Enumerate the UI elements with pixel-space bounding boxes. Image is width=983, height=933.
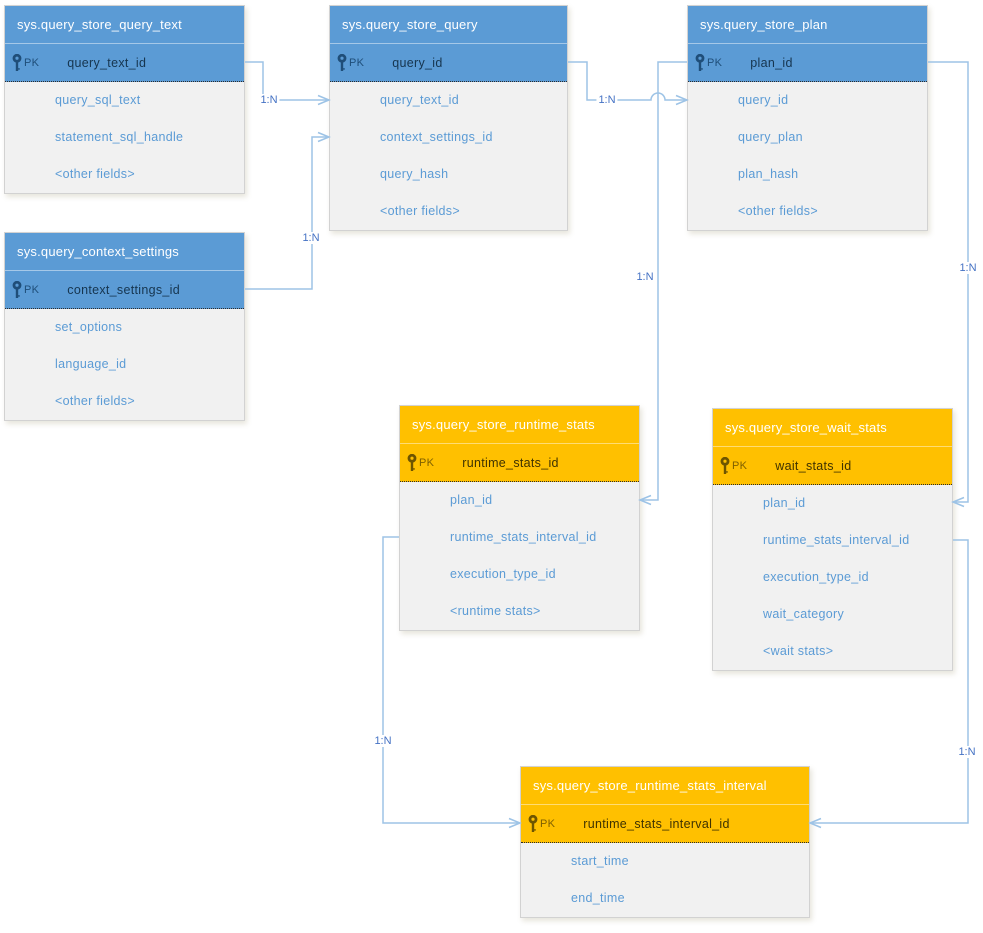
- table-title: sys.query_store_query_text: [5, 6, 244, 44]
- pk-field-name: query_text_id: [67, 55, 147, 70]
- table-query-store-runtime-stats-interval: sys.query_store_runtime_stats_interval P…: [520, 766, 810, 918]
- table-title: sys.query_store_query: [330, 6, 567, 44]
- field-row: <other fields>: [688, 193, 927, 230]
- pk-row: PK query_id: [330, 44, 567, 82]
- table-title: sys.query_store_plan: [688, 6, 927, 44]
- cardinality-label: 1:N: [372, 735, 394, 747]
- key-icon: [720, 456, 730, 474]
- arrowhead-icon: [808, 817, 822, 829]
- field-row: end_time: [521, 880, 809, 917]
- field-row: <other fields>: [330, 193, 567, 230]
- field-row: plan_hash: [688, 156, 927, 193]
- field-row: execution_type_id: [713, 559, 952, 596]
- table-query-store-wait-stats: sys.query_store_wait_stats PK wait_stats…: [712, 408, 953, 671]
- arrowhead-icon: [317, 94, 331, 106]
- pk-row: PK context_settings_id: [5, 271, 244, 309]
- field-row: <other fields>: [5, 156, 244, 193]
- pk-field-name: runtime_stats_id: [462, 455, 559, 470]
- field-row: set_options: [5, 309, 244, 346]
- table-title: sys.query_store_wait_stats: [713, 409, 952, 447]
- arrowhead-icon: [951, 496, 965, 508]
- field-row: wait_category: [713, 596, 952, 633]
- field-row: <wait stats>: [713, 633, 952, 670]
- field-row: <other fields>: [5, 383, 244, 420]
- table-query-store-query: sys.query_store_query PK query_id query_…: [329, 5, 568, 231]
- table-query-store-plan: sys.query_store_plan PK plan_id query_id…: [687, 5, 928, 231]
- pk-tag: PK: [707, 56, 723, 69]
- key-icon: [12, 53, 22, 71]
- table-title: sys.query_store_runtime_stats_interval: [521, 767, 809, 805]
- pk-tag: PK: [24, 283, 40, 296]
- pk-tag: PK: [540, 817, 556, 830]
- field-row: query_hash: [330, 156, 567, 193]
- field-row: runtime_stats_interval_id: [400, 519, 639, 556]
- arrowhead-icon: [675, 94, 689, 106]
- field-row: statement_sql_handle: [5, 119, 244, 156]
- pk-row: PK runtime_stats_id: [400, 444, 639, 482]
- pk-tag: PK: [419, 456, 435, 469]
- cardinality-label: 1:N: [957, 262, 979, 274]
- arrowhead-icon: [317, 131, 331, 143]
- field-row: query_plan: [688, 119, 927, 156]
- field-row: start_time: [521, 843, 809, 880]
- field-row: <runtime stats>: [400, 593, 639, 630]
- table-query-context-settings: sys.query_context_settings PK context_se…: [4, 232, 245, 421]
- field-row: query_id: [688, 82, 927, 119]
- table-query-store-query-text: sys.query_store_query_text PK query_text…: [4, 5, 245, 194]
- pk-tag: PK: [24, 56, 40, 69]
- key-icon: [407, 453, 417, 471]
- pk-field-name: runtime_stats_interval_id: [583, 816, 730, 831]
- pk-row: PK query_text_id: [5, 44, 244, 82]
- field-row: language_id: [5, 346, 244, 383]
- cardinality-label: 1:N: [634, 271, 656, 283]
- table-title: sys.query_store_runtime_stats: [400, 406, 639, 444]
- table-query-store-runtime-stats: sys.query_store_runtime_stats PK runtime…: [399, 405, 640, 631]
- key-icon: [337, 53, 347, 71]
- pk-field-name: query_id: [392, 55, 443, 70]
- cardinality-label: 1:N: [596, 94, 618, 106]
- field-row: execution_type_id: [400, 556, 639, 593]
- key-icon: [528, 814, 538, 832]
- arrowhead-icon: [508, 817, 522, 829]
- key-icon: [12, 280, 22, 298]
- field-row: query_text_id: [330, 82, 567, 119]
- pk-field-name: wait_stats_id: [775, 458, 852, 473]
- table-title: sys.query_context_settings: [5, 233, 244, 271]
- cardinality-label: 1:N: [956, 746, 978, 758]
- field-row: plan_id: [400, 482, 639, 519]
- key-icon: [695, 53, 705, 71]
- field-row: context_settings_id: [330, 119, 567, 156]
- pk-field-name: plan_id: [750, 55, 793, 70]
- pk-row: PK runtime_stats_interval_id: [521, 805, 809, 843]
- pk-row: PK wait_stats_id: [713, 447, 952, 485]
- field-row: query_sql_text: [5, 82, 244, 119]
- pk-field-name: context_settings_id: [67, 282, 180, 297]
- arrowhead-icon: [638, 494, 652, 506]
- cardinality-label: 1:N: [258, 94, 280, 106]
- field-row: plan_id: [713, 485, 952, 522]
- field-row: runtime_stats_interval_id: [713, 522, 952, 559]
- pk-row: PK plan_id: [688, 44, 927, 82]
- cardinality-label: 1:N: [300, 232, 322, 244]
- connector-contextsettings-to-query: [245, 136, 329, 290]
- pk-tag: PK: [732, 459, 748, 472]
- pk-tag: PK: [349, 56, 365, 69]
- connector-query-to-plan: [568, 61, 687, 101]
